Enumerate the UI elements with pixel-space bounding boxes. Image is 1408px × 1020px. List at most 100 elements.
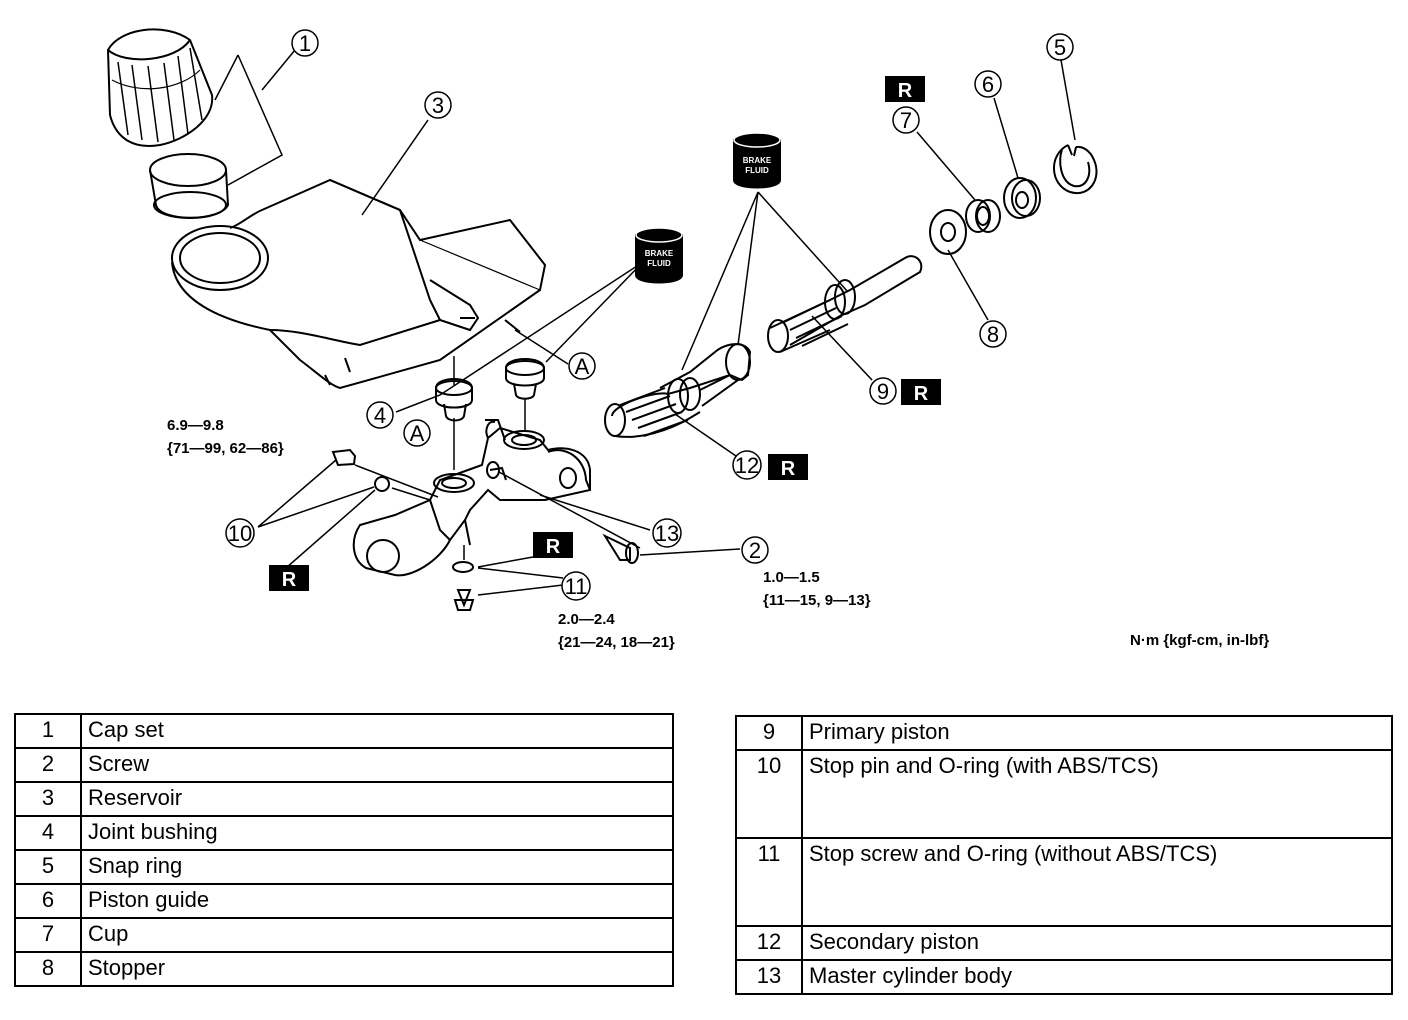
torque-screw-alt: {11—15, 9—13} (763, 592, 871, 609)
svg-text:R: R (781, 458, 796, 480)
svg-text:11: 11 (565, 574, 588, 599)
stopper-drawing (929, 209, 967, 255)
part-number: 12 (735, 925, 803, 961)
brake-fluid-label-left-2: FLUID (647, 259, 671, 268)
callout-8: 8 (979, 320, 1007, 348)
reservoir-drawing (171, 178, 547, 390)
svg-text:5: 5 (1054, 35, 1066, 60)
svg-text:3: 3 (432, 93, 444, 118)
torque-stop-screw-nm: 2.0—2.4 (558, 611, 615, 628)
part-name: Reservoir (80, 781, 674, 817)
part-name: Stopper (80, 951, 674, 987)
torque-screw-nm: 1.0—1.5 (763, 569, 820, 586)
part-name: Master cylinder body (801, 959, 1393, 995)
callout-2: 2 (741, 536, 769, 564)
part-number: 1 (14, 713, 82, 749)
callout-9: 9 (869, 377, 897, 405)
brake-fluid-label-left-1: BRAKE (645, 249, 674, 258)
callout-12: 12 (732, 450, 762, 480)
callout-6: 6 (974, 70, 1002, 98)
part-number: 5 (14, 849, 82, 885)
part-number: 3 (14, 781, 82, 817)
callout-10: 10 (225, 518, 255, 548)
part-number: 13 (735, 959, 803, 995)
part-name: Joint bushing (80, 815, 674, 851)
part-number: 10 (735, 749, 803, 839)
svg-text:7: 7 (900, 108, 912, 133)
svg-text:8: 8 (987, 322, 999, 347)
part-number: 4 (14, 815, 82, 851)
part-name: Cup (80, 917, 674, 953)
torque-stop-screw-alt: {21—24, 18—21} (558, 634, 675, 651)
callout-a-upper: A (568, 352, 596, 380)
svg-text:9: 9 (877, 379, 889, 404)
cap-drawing (106, 28, 230, 219)
svg-text:A: A (575, 354, 590, 379)
part-number: 9 (735, 715, 803, 751)
primary-piston-drawing (767, 255, 923, 353)
part-number: 11 (735, 837, 803, 927)
secondary-piston-drawing (604, 343, 752, 438)
master-cylinder-body-drawing (352, 419, 591, 577)
svg-text:R: R (546, 536, 561, 558)
brake-fluid-label-right-1: BRAKE (743, 156, 772, 165)
replace-badge-9: R (901, 379, 941, 405)
callout-13: 13 (652, 518, 682, 548)
torque-stop-pin-alt: {71—99, 62—86} (167, 440, 284, 457)
callout-7: 7 (892, 106, 920, 134)
brake-fluid-label-right-2: FLUID (745, 166, 769, 175)
exploded-diagram: 1 3 5 6 7 8 9 4 A A 12 10 13 2 11 R R R … (106, 28, 1269, 651)
part-name: Snap ring (80, 849, 674, 885)
part-number: 7 (14, 917, 82, 953)
cup-drawing (965, 199, 1001, 233)
stop-pin-drawing (331, 448, 390, 492)
piston-guide-drawing (1003, 177, 1041, 219)
callout-3: 3 (424, 91, 452, 119)
svg-text:1: 1 (299, 31, 311, 56)
brake-fluid-can-right (733, 132, 781, 189)
screw-drawing (602, 533, 639, 564)
part-name: Stop pin and O-ring (with ABS/TCS) (801, 749, 1393, 839)
svg-text:R: R (282, 569, 297, 591)
brake-fluid-can-left (635, 227, 683, 284)
replace-badge-11: R (533, 532, 573, 558)
part-name: Piston guide (80, 883, 674, 919)
svg-text:A: A (410, 421, 425, 446)
part-number: 8 (14, 951, 82, 987)
svg-text:10: 10 (228, 521, 252, 546)
svg-text:13: 13 (655, 521, 679, 546)
replace-badge-12: R (768, 454, 808, 480)
replace-badge-7: R (885, 76, 925, 102)
callout-a-lower: A (403, 419, 431, 447)
joint-bushing-drawing (435, 358, 545, 422)
torque-stop-pin-nm: 6.9—9.8 (167, 417, 224, 434)
callout-1: 1 (291, 29, 319, 57)
svg-text:2: 2 (749, 538, 761, 563)
part-name: Secondary piston (801, 925, 1393, 961)
callout-11: 11 (561, 571, 591, 601)
part-number: 2 (14, 747, 82, 783)
part-name: Primary piston (801, 715, 1393, 751)
replace-badge-10: R (269, 565, 309, 591)
stop-screw-drawing (452, 561, 475, 611)
svg-text:4: 4 (374, 403, 386, 428)
svg-text:R: R (898, 80, 913, 102)
svg-text:6: 6 (982, 72, 994, 97)
part-name: Screw (80, 747, 674, 783)
torque-units-note: N·m {kgf-cm, in-lbf} (1130, 632, 1269, 649)
